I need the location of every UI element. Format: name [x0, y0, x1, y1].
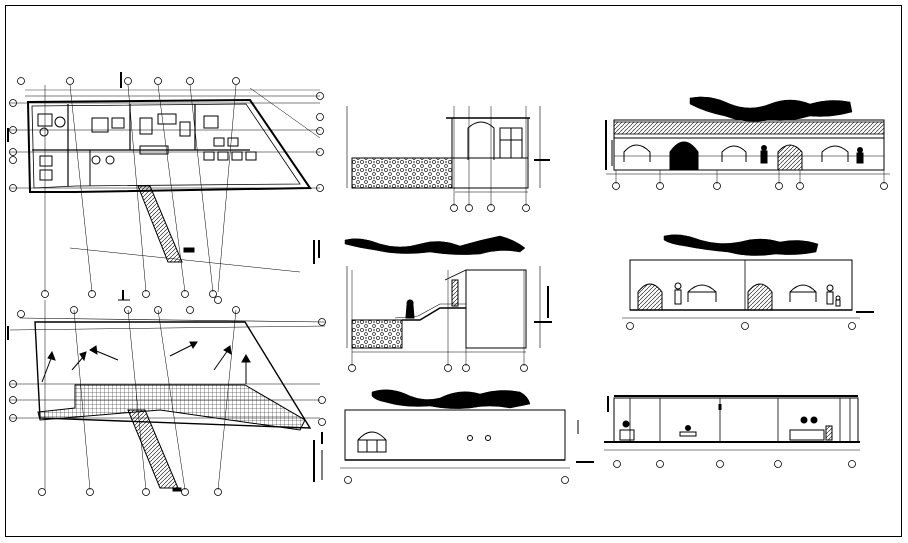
grid-bubble-icon	[613, 460, 856, 468]
tree-silhouette-icon	[371, 389, 531, 409]
grid-bubble-icon	[450, 204, 530, 212]
furniture-icon	[619, 416, 833, 441]
grid-bubble-icon	[348, 364, 528, 372]
sheet-border	[5, 5, 902, 537]
tree-silhouette-icon	[663, 234, 819, 256]
elevation-c-view	[313, 389, 594, 484]
elevation-main-view	[605, 96, 890, 190]
section-a-view	[346, 106, 550, 212]
tree-silhouette-icon	[689, 96, 853, 122]
grid-bubble-icon	[626, 322, 856, 330]
elevation-rear-view	[622, 234, 874, 330]
grid-bubble-icon	[612, 182, 888, 190]
arch-window-icon	[357, 431, 387, 453]
tree-silhouette-icon	[344, 235, 526, 255]
section-long-view	[604, 395, 860, 468]
section-b-view	[344, 235, 552, 372]
arch-window-icon	[637, 283, 817, 310]
grid-bubble-icon	[344, 476, 569, 484]
arch-window-icon	[623, 141, 849, 170]
human-figure-icon	[674, 282, 841, 307]
slope-arrow-icon	[41, 341, 251, 384]
human-figure-icon	[760, 145, 864, 164]
floor-plan-view	[7, 72, 324, 304]
roof-plan-view	[7, 300, 326, 496]
grid-bubble-icon	[9, 306, 326, 496]
human-figure-icon	[405, 299, 415, 319]
grid-bubble-icon	[9, 77, 324, 304]
